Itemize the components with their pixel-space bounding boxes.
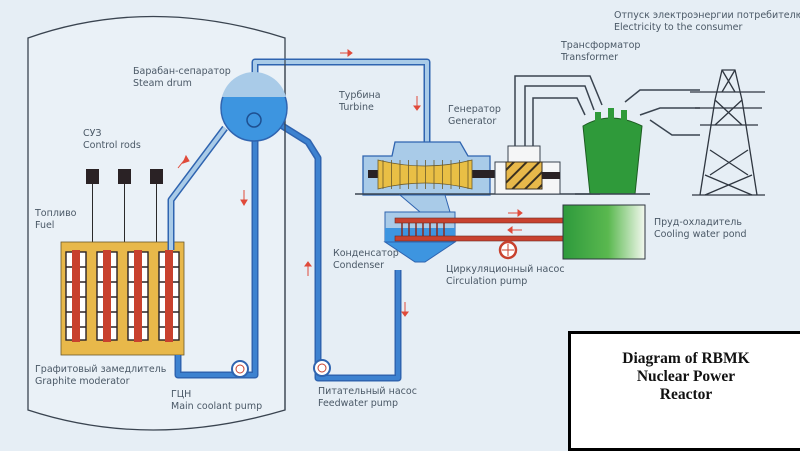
control-rods: [86, 169, 163, 250]
label-feedwater-pump: Питательный насос Feedwater pump: [318, 386, 417, 409]
turbine: [355, 141, 600, 196]
label-main-coolant-pump: ГЦН Main coolant pump: [171, 389, 263, 412]
condenser: [383, 194, 566, 263]
circulation-pump-icon: [498, 240, 518, 260]
label-transformer: Трансформатор Transformer: [561, 40, 641, 63]
transformer: [575, 108, 650, 195]
power-wires: [514, 75, 700, 146]
label-electricity: Отпуск электроэнергии потребителю Electr…: [614, 10, 800, 33]
label-circulation-pump: Циркуляционный насос Circulation pump: [446, 264, 565, 287]
label-control-rods: СУЗ Control rods: [83, 128, 141, 151]
rbmk-diagram: [27, 15, 765, 431]
main-coolant-pump-icon: [231, 360, 249, 378]
fuel-channel: [127, 250, 149, 342]
title-box: Diagram of RBMK Nuclear Power Reactor: [568, 331, 800, 451]
cooling-pond: [562, 204, 646, 260]
label-turbine: Турбина Turbine: [339, 90, 381, 113]
power-pylon: [690, 69, 765, 196]
label-fuel: Топливо Fuel: [35, 208, 77, 231]
label-graphite-moderator: Графитовый замедлитель Graphite moderato…: [35, 364, 167, 387]
diagram-title: Diagram of RBMK Nuclear Power Reactor: [622, 350, 750, 403]
fuel-channel: [158, 250, 180, 342]
steam-drum: [220, 72, 288, 142]
label-steam-drum: Барабан-сепаратор Steam drum: [133, 66, 231, 89]
label-cooling-pond: Пруд-охладитель Cooling water pond: [654, 217, 747, 240]
generator: [494, 145, 561, 195]
fuel-channel: [65, 250, 87, 342]
label-generator: Генератор Generator: [448, 104, 501, 127]
fuel-channel: [96, 250, 118, 342]
label-condenser: Конденсатор Condenser: [333, 248, 399, 271]
flow-arrows: [177, 49, 523, 317]
feedwater-pump-icon: [313, 359, 331, 377]
graphite-core: [60, 241, 185, 356]
